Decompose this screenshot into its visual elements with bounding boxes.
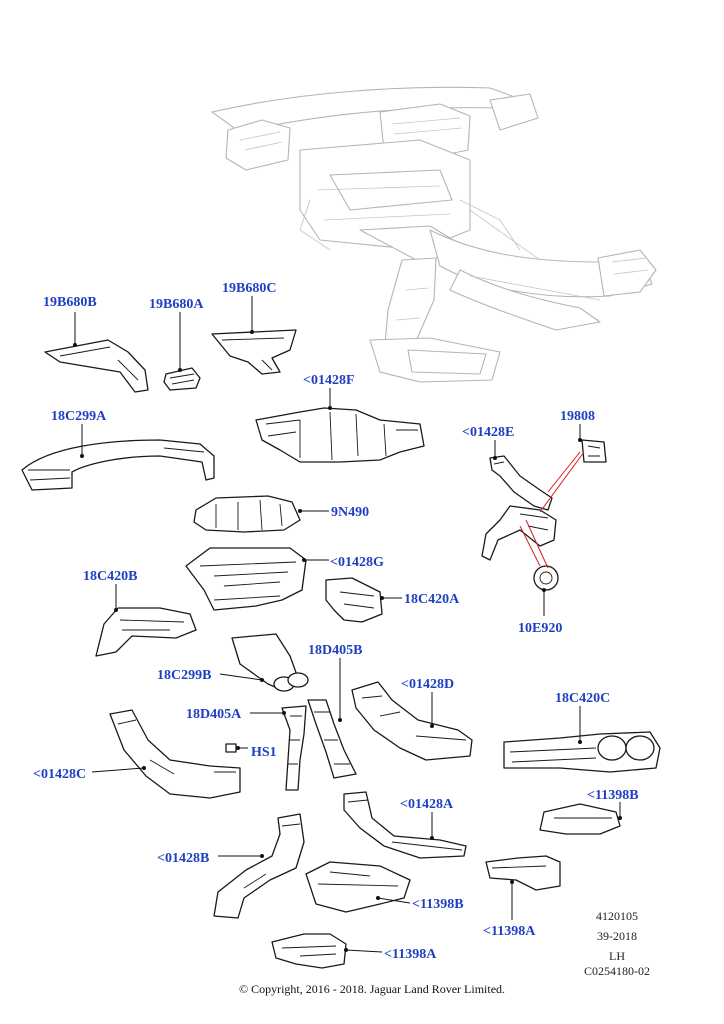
copyright-notice: © Copyright, 2016 - 2018. Jaguar Land Ro… [239, 982, 505, 996]
part-11398B-right [539, 803, 621, 835]
part-01428D [351, 681, 473, 761]
callout-11398A-right[interactable]: <11398A [483, 924, 536, 939]
callout-01428D[interactable]: <01428D [401, 677, 454, 692]
part-18C299A [21, 439, 215, 491]
part-10E920 [533, 565, 559, 591]
callout-19B680B[interactable]: 19B680B [43, 295, 97, 310]
callout-01428F[interactable]: <01428F [303, 373, 355, 388]
part-18C420A [325, 577, 383, 623]
part-01428G [185, 547, 307, 611]
callout-18C420B[interactable]: 18C420B [83, 569, 137, 584]
reference-date: 39-2018 [597, 929, 637, 943]
callout-01428C[interactable]: <01428C [33, 767, 86, 782]
callout-18C420C[interactable]: 18C420C [555, 691, 610, 706]
callout-01428E[interactable]: <01428E [462, 425, 514, 440]
reference-side: LH [609, 949, 625, 963]
callout-18D405A[interactable]: 18D405A [186, 707, 242, 722]
callout-10E920[interactable]: 10E920 [518, 621, 562, 636]
callout-HS1[interactable]: HS1 [251, 745, 277, 760]
callout-19808[interactable]: 19808 [560, 409, 595, 424]
callout-labels: 19B680B 19B680A 19B680C 18C299A <01428F … [33, 281, 639, 962]
part-18C420B [95, 607, 197, 657]
reference-illustration-id: C0254180-02 [584, 964, 650, 978]
reference-code: 4120105 [596, 909, 638, 923]
part-9N490 [193, 495, 301, 533]
callout-9N490[interactable]: 9N490 [331, 505, 369, 520]
part-19B680B [44, 339, 149, 393]
callout-19B680A[interactable]: 19B680A [149, 297, 204, 312]
part-18D405A [281, 705, 307, 791]
callout-11398B-right[interactable]: <11398B [587, 788, 639, 803]
callout-18C299A[interactable]: 18C299A [51, 409, 107, 424]
callout-18C420A[interactable]: 18C420A [404, 592, 460, 607]
part-01428A [343, 791, 467, 859]
reference-block: 4120105 39-2018 LH C0254180-02 [584, 909, 650, 978]
leader-lines [73, 296, 622, 953]
part-18D405B [307, 699, 357, 779]
callout-19B680C[interactable]: 19B680C [222, 281, 276, 296]
callout-18C299B[interactable]: 18C299B [157, 668, 211, 683]
part-01428F [255, 407, 425, 463]
callout-01428A[interactable]: <01428A [400, 797, 454, 812]
callout-01428G[interactable]: <01428G [330, 555, 384, 570]
part-11398A-right [485, 855, 561, 891]
callout-18D405B[interactable]: 18D405B [308, 643, 362, 658]
part-19808 [581, 439, 607, 463]
callout-01428B[interactable]: <01428B [157, 851, 209, 866]
part-11398B-center [305, 861, 411, 913]
callout-11398A-bottom[interactable]: <11398A [384, 947, 437, 962]
part-01428B [213, 813, 305, 919]
part-19B680A [163, 367, 201, 391]
ghost-dashboard-assembly [211, 86, 657, 383]
part-01428C [109, 709, 241, 799]
part-19B680C [211, 329, 297, 375]
part-11398A-bottom [271, 933, 347, 969]
part-01428E [481, 455, 557, 561]
part-18C299B [231, 633, 309, 692]
callout-11398B-center[interactable]: <11398B [412, 897, 464, 912]
part-18C420C [503, 731, 661, 773]
